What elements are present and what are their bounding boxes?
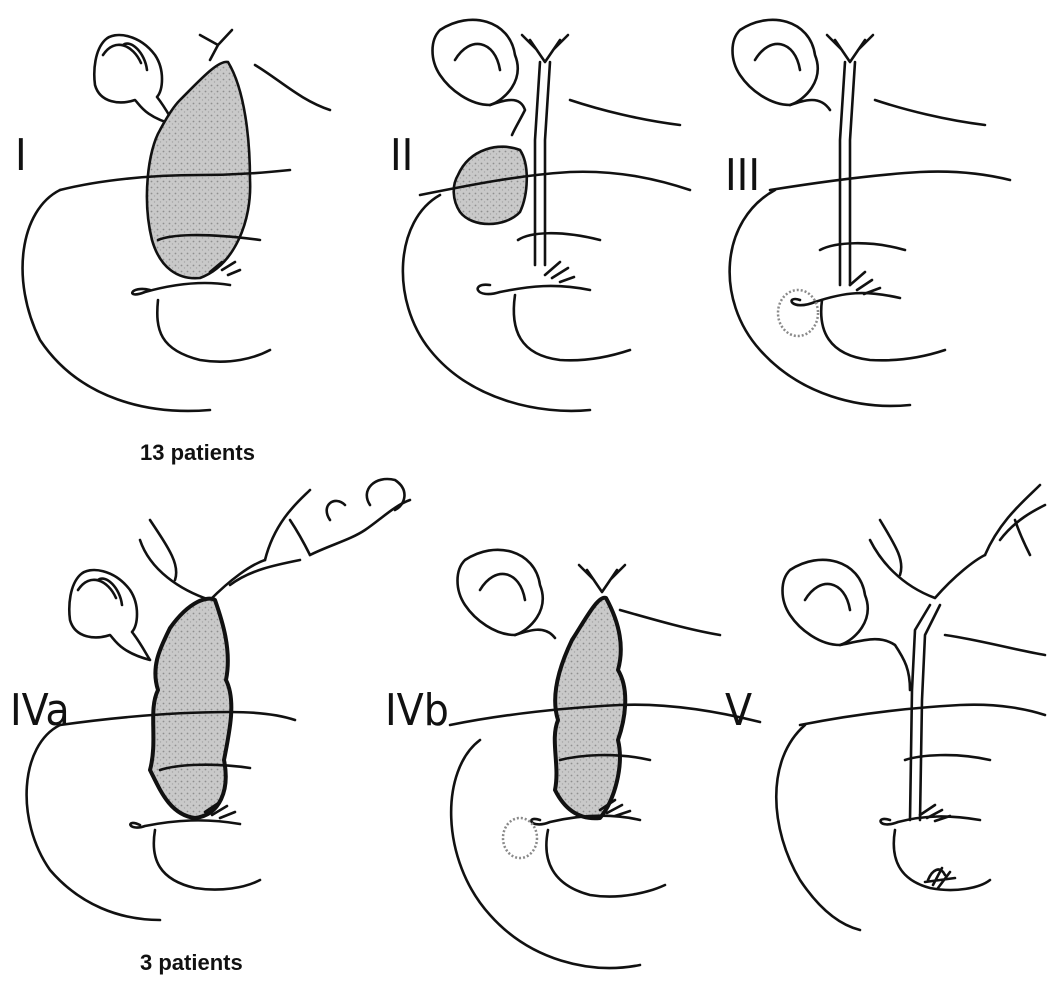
patient-count-top: 13 patients <box>140 440 255 465</box>
panel-type-I <box>23 30 330 411</box>
panel-type-III <box>730 20 1010 406</box>
panel-type-IVb <box>450 550 760 968</box>
type-label-I: I <box>15 130 27 181</box>
type-label-II: II <box>390 130 413 181</box>
patient-count-bottom: 3 patients <box>140 950 243 975</box>
panel-type-IVa <box>27 479 410 920</box>
type-label-IVa: IVa <box>10 685 70 736</box>
type-label-III: III <box>725 150 760 201</box>
type-label-V: V <box>725 685 752 736</box>
type-label-IVb: IVb <box>385 685 449 736</box>
panel-type-II <box>403 20 690 411</box>
panel-type-V <box>776 485 1045 930</box>
